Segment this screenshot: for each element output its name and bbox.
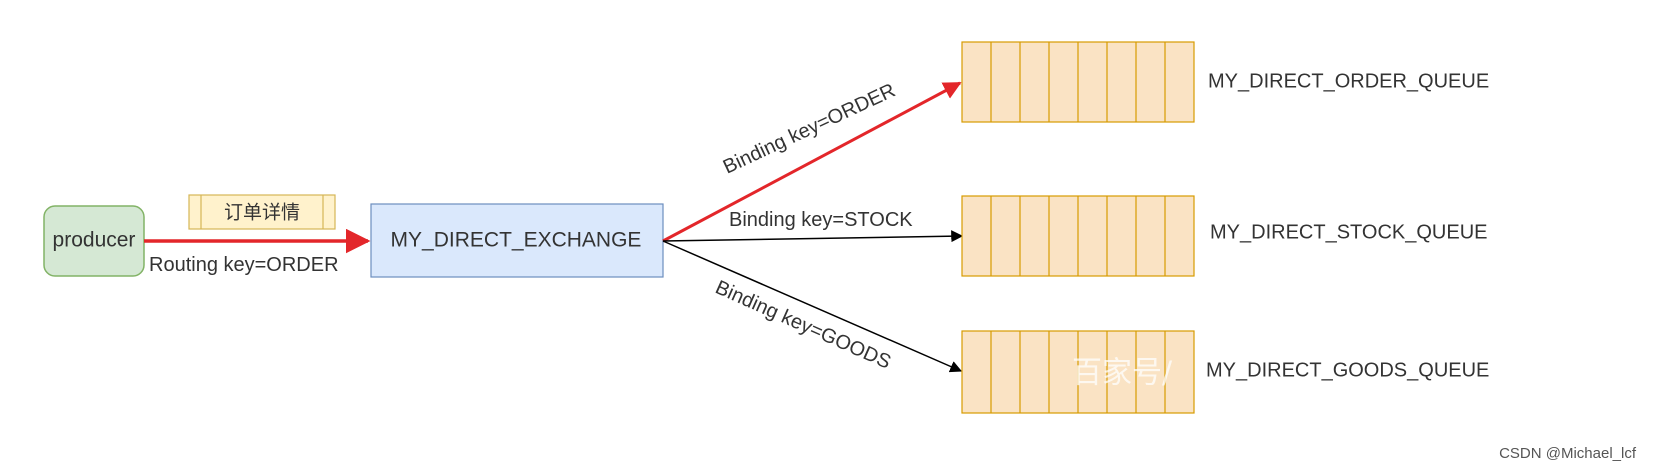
binding-arrow-stock <box>662 230 964 243</box>
queue-order: MY_DIRECT_ORDER_QUEUE <box>961 41 1489 123</box>
queue-goods-label: MY_DIRECT_GOODS_QUEUE <box>1206 359 1489 381</box>
queue-stock: MY_DIRECT_STOCK_QUEUE <box>961 195 1487 277</box>
routing-key-label: Routing key=ORDER <box>149 254 339 276</box>
watermark-text: 百家号/ <box>1072 356 1173 391</box>
message-node <box>188 194 336 230</box>
binding-key-label-goods: Binding key=GOODS <box>712 276 894 373</box>
binding-arrow-goods <box>662 240 963 373</box>
producer-label: producer <box>53 229 136 252</box>
binding-arrow-order <box>662 81 962 243</box>
queue-stock-label: MY_DIRECT_STOCK_QUEUE <box>1210 221 1487 243</box>
exchange-label: MY_DIRECT_EXCHANGE <box>391 229 642 252</box>
binding-key-label-stock: Binding key=STOCK <box>729 209 913 231</box>
credit-text: CSDN @Michael_lcf <box>1499 445 1637 462</box>
queue-goods: 百家号/ MY_DIRECT_GOODS_QUEUE <box>961 330 1489 414</box>
message-label: 订单详情 <box>224 202 300 224</box>
queue-order-label: MY_DIRECT_ORDER_QUEUE <box>1208 70 1489 92</box>
